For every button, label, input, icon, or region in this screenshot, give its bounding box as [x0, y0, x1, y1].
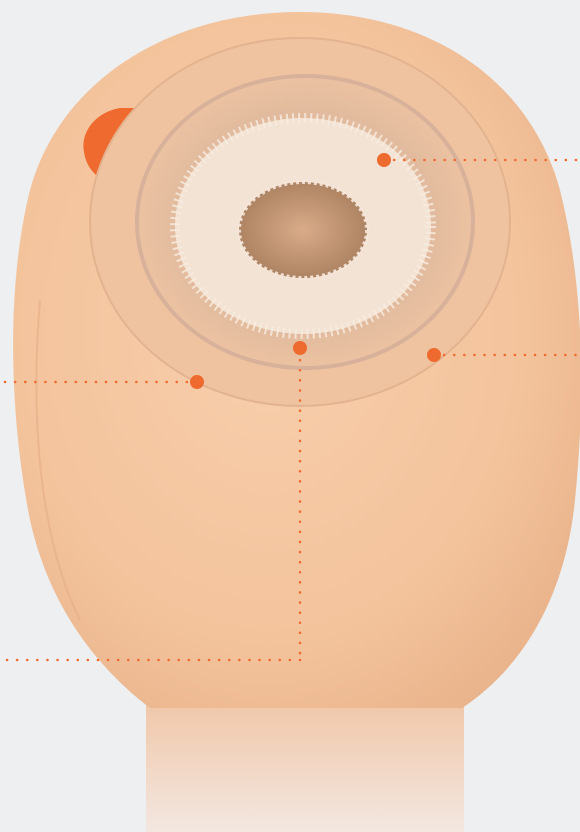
callout-dot-flange-left — [190, 375, 204, 389]
pouch-outlet — [146, 690, 464, 832]
callout-dot-barrier — [377, 153, 391, 167]
callout-dot-flange-right — [427, 348, 441, 362]
callout-dot-pouch — [293, 341, 307, 355]
